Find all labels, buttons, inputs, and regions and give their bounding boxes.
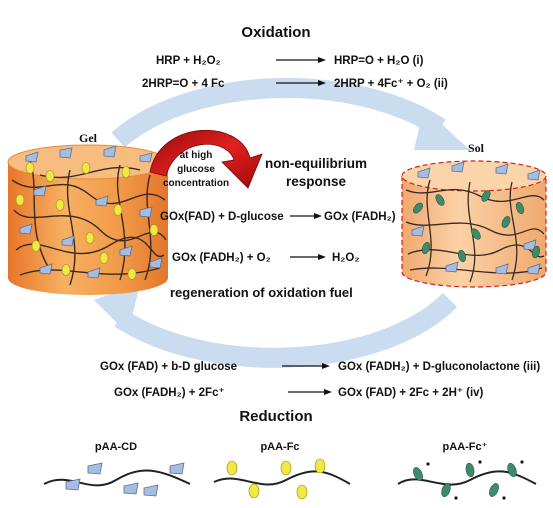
oxidation-equations: HRP + H₂O₂ HRP=O + H₂O (i) 2HRP=O + 4 Fc… bbox=[142, 55, 448, 90]
regeneration-text: regeneration of oxidation fuel bbox=[170, 285, 353, 300]
oxidation-title: Oxidation bbox=[241, 24, 310, 41]
eq-i-left: HRP + H₂O₂ bbox=[156, 55, 221, 67]
reduction-title: Reduction bbox=[239, 408, 312, 425]
response-line-2: response bbox=[286, 174, 347, 189]
legend-chain-pAA-CD bbox=[43, 462, 191, 497]
legend-chain-pAA-Fc-plus bbox=[397, 460, 537, 500]
legend-label-pAA-Fc: pAA-Fc bbox=[260, 441, 299, 453]
cycle-arrows bbox=[94, 78, 470, 368]
center-eq-1-left: GOx(FAD) + D-glucose bbox=[160, 211, 284, 223]
response-line-1: non-equilibrium bbox=[265, 156, 367, 171]
cycle-arc-top bbox=[111, 78, 446, 148]
cycle-arrowhead-right bbox=[414, 108, 470, 150]
eq-ii-left: 2HRP=O + 4 Fc bbox=[142, 78, 225, 90]
legend: pAA-CD pAA-Fc pAA-Fc⁺ bbox=[43, 441, 537, 500]
eq-iv-right: GOx (FAD) + 2Fc + 2H⁺ (iv) bbox=[338, 387, 484, 399]
gel-cylinder: Gel bbox=[7, 131, 169, 295]
sol-cd-units bbox=[411, 161, 541, 275]
trigger-line-1: at high bbox=[180, 150, 213, 161]
eq-iv-left: GOx (FADH₂) + 2Fc⁺ bbox=[114, 387, 225, 399]
trigger-line-3: concentration bbox=[163, 178, 229, 189]
trigger-text: at high glucose concentration bbox=[163, 150, 229, 189]
sol-cylinder: Sol bbox=[401, 141, 547, 288]
gel-fc-units bbox=[15, 162, 159, 280]
sol-fc-plus-units bbox=[413, 190, 540, 263]
trigger-line-2: glucose bbox=[177, 164, 215, 175]
red-curved-arrow bbox=[149, 129, 263, 189]
reduction-equations: GOx (FAD) + b-D glucose GOx (FADH₂) + D-… bbox=[100, 361, 540, 399]
sol-label: Sol bbox=[468, 141, 485, 155]
center-equations: GOx(FAD) + D-glucose GOx (FADH₂) GOx (FA… bbox=[160, 211, 396, 264]
legend-chain-pAA-Fc bbox=[213, 458, 351, 500]
center-eq-2-right: H₂O₂ bbox=[332, 252, 359, 264]
eq-iii-right: GOx (FADH₂) + D-gluconolactone (iii) bbox=[338, 361, 540, 373]
eq-ii-right: 2HRP + 4Fc⁺ + O₂ (ii) bbox=[334, 78, 448, 90]
gel-label: Gel bbox=[79, 131, 98, 145]
center-eq-1-right: GOx (FADH₂) bbox=[324, 211, 396, 223]
eq-i-right: HRP=O + H₂O (i) bbox=[334, 55, 424, 67]
gel-cd-units bbox=[19, 145, 163, 279]
cycle-arc-bottom bbox=[114, 292, 458, 368]
eq-iii-left: GOx (FAD) + b-D glucose bbox=[100, 361, 237, 373]
legend-label-pAA-Fc-plus: pAA-Fc⁺ bbox=[443, 441, 488, 453]
center-eq-2-left: GOx (FADH₂) + O₂ bbox=[172, 252, 271, 264]
cycle-arrowhead-left bbox=[94, 284, 140, 334]
legend-label-pAA-CD: pAA-CD bbox=[95, 441, 137, 453]
